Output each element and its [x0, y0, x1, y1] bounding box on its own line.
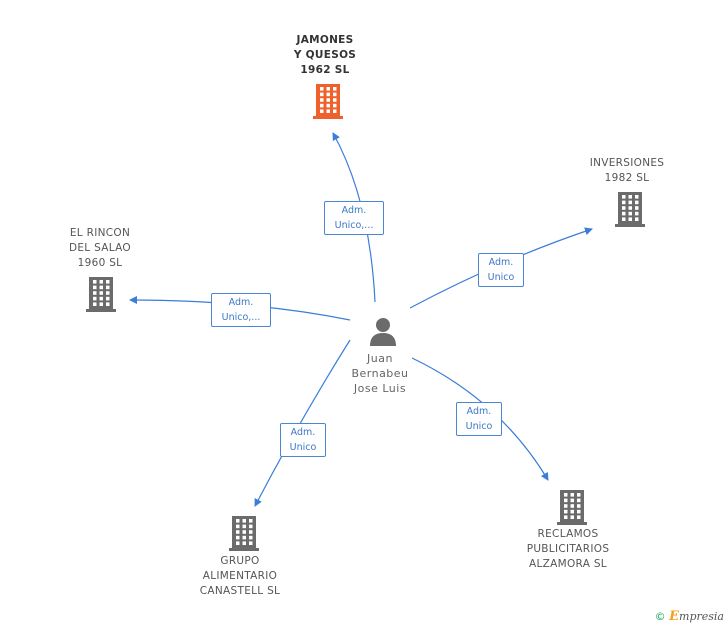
company-name-reclamos[interactable]: RECLAMOS PUBLICITARIOS ALZAMORA SL	[526, 528, 610, 570]
person-icon	[370, 318, 396, 346]
building-icon[interactable]	[85, 277, 117, 313]
building-icon[interactable]	[312, 84, 344, 120]
edge-grupo	[254, 339, 351, 507]
building-icon[interactable]	[228, 516, 260, 552]
footer-credit: © Empresia	[655, 609, 724, 624]
brand-logo: Empresia	[669, 609, 724, 624]
company-name-jamones[interactable]: JAMONES Y QUESOS 1962 SL	[293, 34, 357, 76]
relation-badge-grupo[interactable]: Adm. Unico	[280, 423, 326, 457]
relation-badge-rincon[interactable]: Adm. Unico,...	[211, 293, 271, 327]
company-name-grupo[interactable]: GRUPO ALIMENTARIO CANASTELL SL	[199, 555, 281, 597]
relation-badge-reclamos[interactable]: Adm. Unico	[456, 402, 502, 436]
relation-badge-jamones[interactable]: Adm. Unico,...	[324, 201, 384, 235]
company-name-inversiones[interactable]: INVERSIONES 1982 SL	[589, 157, 665, 184]
relation-badge-inversiones[interactable]: Adm. Unico	[478, 253, 524, 287]
person-name[interactable]: Juan Bernabeu Jose Luis	[351, 352, 409, 395]
building-icon[interactable]	[614, 192, 646, 228]
copyright-symbol: ©	[654, 610, 666, 623]
building-icon[interactable]	[556, 490, 588, 526]
company-name-rincon[interactable]: EL RINCON DEL SALAO 1960 SL	[68, 227, 131, 269]
